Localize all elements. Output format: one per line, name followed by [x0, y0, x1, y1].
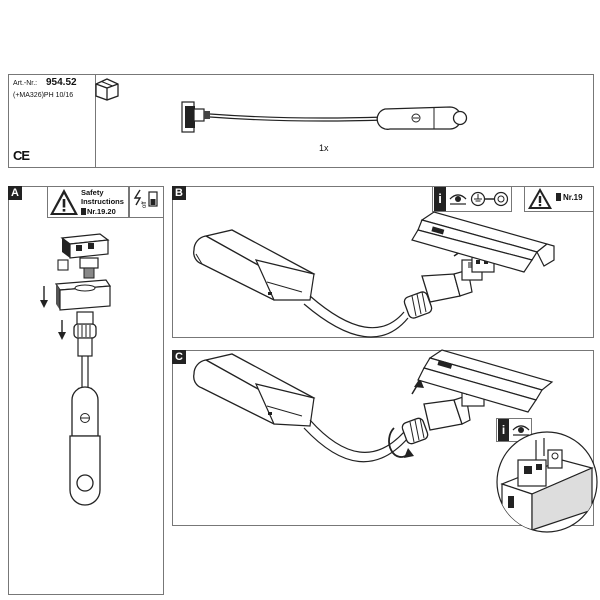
warning-triangle-icon [528, 188, 552, 209]
pendant-adapter-illustration [181, 101, 468, 133]
book-icon [81, 208, 86, 215]
article-variant: (+MA326)PH 10/16 [13, 92, 74, 99]
off-label: off [142, 201, 148, 208]
step-b-tag: B [172, 186, 186, 200]
package-box-icon [95, 78, 119, 101]
safety-title-line1: Safety [81, 188, 104, 197]
eye-icon [449, 194, 467, 205]
power-off-icon [133, 189, 158, 207]
power-off-box [129, 186, 164, 218]
panel-b-illustration [193, 211, 555, 338]
step-a-tag: A [8, 186, 22, 200]
earth-ground-icon [470, 191, 509, 207]
info-icon-c: i [498, 419, 509, 441]
article-number: 954.52 [46, 77, 77, 88]
info-icon-b: i [434, 187, 446, 211]
panel-a-illustration [40, 233, 112, 506]
header-divider [95, 75, 96, 167]
warning-triangle-icon [50, 189, 78, 215]
ce-mark: CE [13, 148, 30, 163]
safety-title-line2: Instructions [81, 197, 124, 206]
warning-ref-b: Nr.19 [563, 193, 583, 202]
panel-c-illustration [193, 349, 554, 463]
quantity-label: 1x [319, 143, 329, 153]
book-icon [556, 193, 561, 201]
step-c-tag: C [172, 350, 186, 364]
article-label: Art.-Nr.: [13, 80, 38, 87]
safety-ref: Nr.19.20 [87, 207, 116, 216]
eye-icon [512, 425, 530, 436]
detail-magnifier-illustration [496, 431, 598, 533]
